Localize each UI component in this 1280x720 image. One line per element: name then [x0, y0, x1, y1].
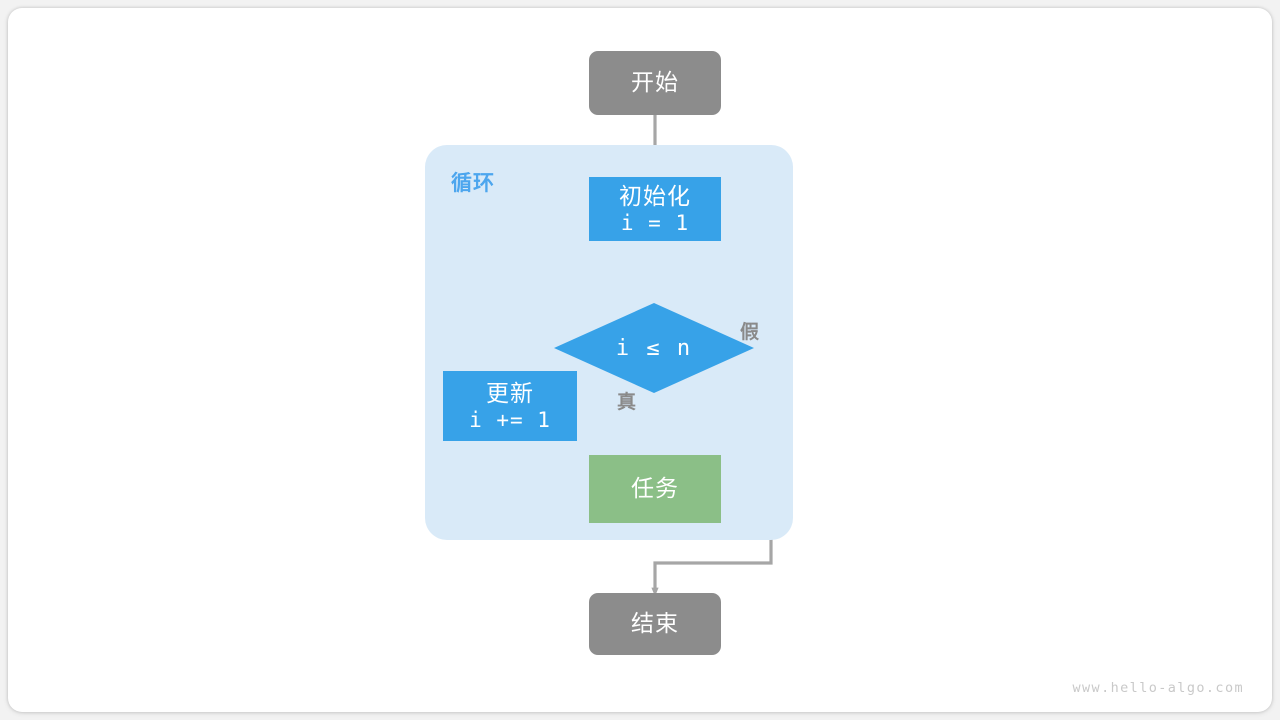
node-init[interactable]: 初始化 i = 1: [589, 177, 721, 241]
node-task[interactable]: 任务: [589, 455, 721, 523]
node-init-code: i = 1: [620, 210, 690, 235]
node-update-label: 更新: [486, 379, 534, 406]
node-start[interactable]: 开始: [589, 51, 721, 115]
node-end[interactable]: 结束: [589, 593, 721, 655]
edge-label-false: 假: [740, 322, 761, 343]
node-condition-code: i ≤ n: [615, 335, 693, 361]
node-end-label: 结束: [631, 610, 679, 637]
node-task-label: 任务: [631, 475, 679, 502]
node-start-label: 开始: [631, 69, 679, 96]
node-update[interactable]: 更新 i += 1: [443, 371, 577, 441]
watermark-text: www.hello-algo.com: [1072, 680, 1244, 696]
node-condition[interactable]: i ≤ n: [554, 303, 754, 393]
decision-diamond-shape: [554, 303, 754, 393]
edge-label-true: 真: [617, 392, 638, 413]
loop-container-label: 循环: [451, 172, 495, 195]
node-init-label: 初始化: [619, 182, 691, 209]
node-update-code: i += 1: [469, 407, 551, 432]
